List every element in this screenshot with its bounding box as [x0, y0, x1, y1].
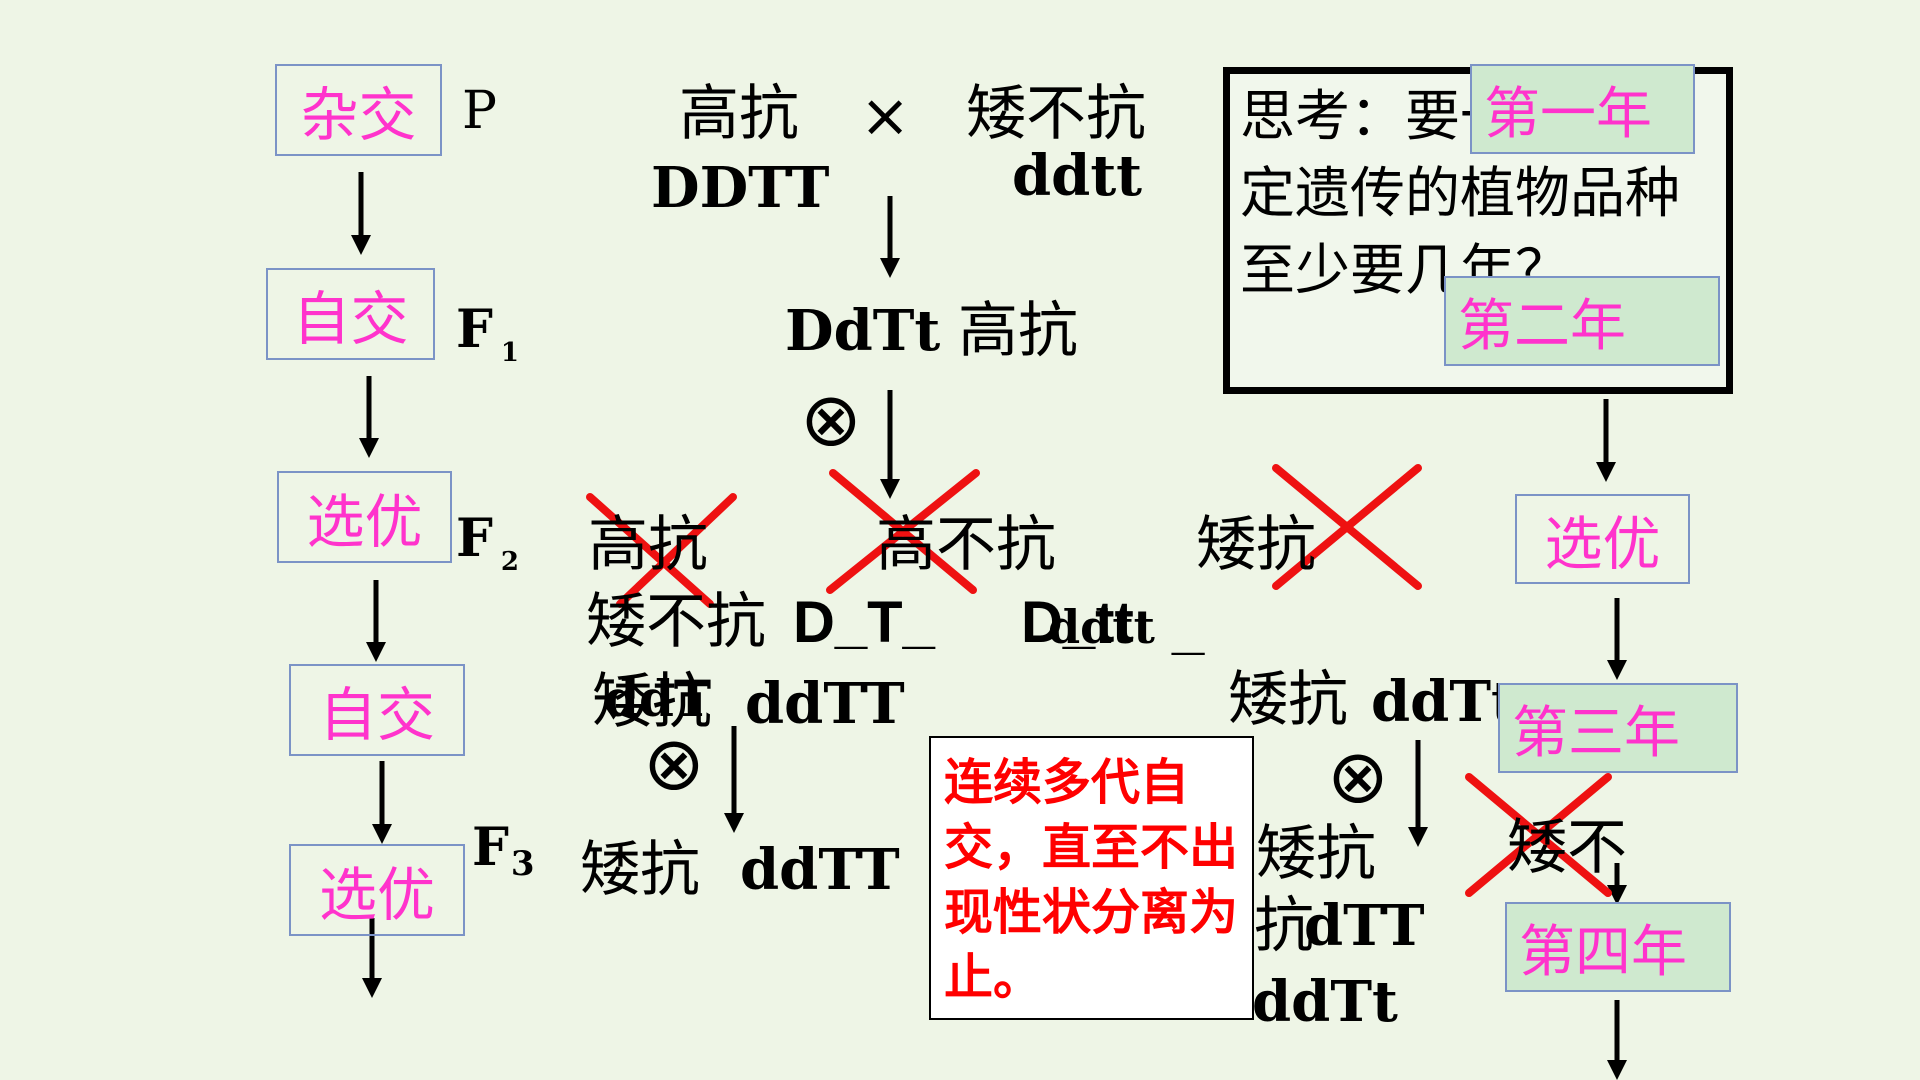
- gen-label-f2-letter: F: [456, 508, 493, 569]
- f2-short-resistant: 矮抗: [1196, 510, 1316, 580]
- step-cross: 杂交: [275, 64, 442, 156]
- f2-genotype-ddtt-overlap: ddtt: [1048, 600, 1155, 654]
- year-fourth: 第四年: [1505, 902, 1731, 992]
- f2-short-nonresistant: 矮不抗: [586, 587, 766, 657]
- f2-ddt-overlap: ddT: [604, 669, 712, 728]
- f3-right-ddTT: dTT: [1304, 893, 1425, 959]
- cross-symbol: ×: [860, 81, 911, 151]
- self-pollinate-icon-f2-left: ⊗: [643, 721, 706, 807]
- parent-short-nonresistant: 矮不抗: [966, 79, 1146, 149]
- f2-genotype-d-tt: D_tt: [1021, 590, 1134, 655]
- note-text: 连续多代自交，直至不出现性状分离为止。: [944, 754, 1239, 1006]
- f1-phenotype: 高抗: [958, 296, 1078, 366]
- self-pollinate-icon-f2-right: ⊗: [1327, 734, 1390, 820]
- f3-left-genotype: ddTT: [740, 837, 900, 903]
- self-pollinate-icon-f1: ⊗: [800, 377, 863, 463]
- cross-mark-short-resistant: [1272, 464, 1422, 590]
- f2-genotype-d-t: D_T_: [793, 590, 935, 655]
- f2-underscore: _: [1172, 596, 1205, 661]
- f3-left-phenotype: 矮抗: [580, 835, 700, 905]
- gen-label-f3-sub: 3: [510, 844, 535, 884]
- parent-genotype-ddtt-upper: DDTT: [651, 155, 830, 221]
- f3-short-nonresistant-partial: 矮不: [1507, 813, 1627, 883]
- f2-right-short-resistant: 矮抗: [1228, 665, 1348, 735]
- gen-label-f3: F3: [472, 822, 535, 882]
- f2-short-resistant-overlap: 矮抗: [592, 667, 712, 737]
- gen-label-f3-letter: F: [472, 817, 509, 878]
- f2-tall-resistant: 高抗: [588, 510, 708, 580]
- cross-mark-short-nonresistant: [1465, 773, 1612, 897]
- year-second: 第二年: [1444, 276, 1720, 366]
- gen-label-f1-letter: F: [456, 299, 493, 360]
- gen-label-p: P: [462, 81, 497, 141]
- year-third: 第三年: [1498, 683, 1738, 773]
- gen-label-f1-sub: 1: [500, 338, 520, 368]
- cross-mark-tall-nonresistant: [826, 469, 980, 594]
- f3-right-ddTt: ddTt: [1252, 969, 1398, 1035]
- f1-genotype: DdTt: [785, 298, 941, 364]
- parent-tall-resistant: 高抗: [679, 79, 799, 149]
- f2-right-ddTt: ddTt: [1371, 669, 1517, 735]
- f2-tall-nonresistant: 高不抗: [876, 510, 1056, 580]
- year-first: 第一年: [1470, 64, 1695, 154]
- step-self-pollinate-2: 自交: [289, 664, 465, 756]
- note-box: [929, 736, 1254, 1020]
- f3-right-phenotype: 矮抗: [1256, 819, 1376, 889]
- parent-genotype-ddtt-lower: ddtt: [1012, 143, 1143, 209]
- step-select-2: 选优: [289, 844, 465, 936]
- cross-mark-tall-resistant: [586, 493, 737, 608]
- gen-label-f2-sub: 2: [500, 547, 520, 577]
- f2-left-ddTT: ddTT: [745, 671, 905, 737]
- year-select: 选优: [1515, 494, 1690, 584]
- step-select-1: 选优: [277, 471, 452, 563]
- step-self-pollinate-1: 自交: [266, 268, 435, 360]
- f3-right-fragment: 抗: [1254, 891, 1314, 961]
